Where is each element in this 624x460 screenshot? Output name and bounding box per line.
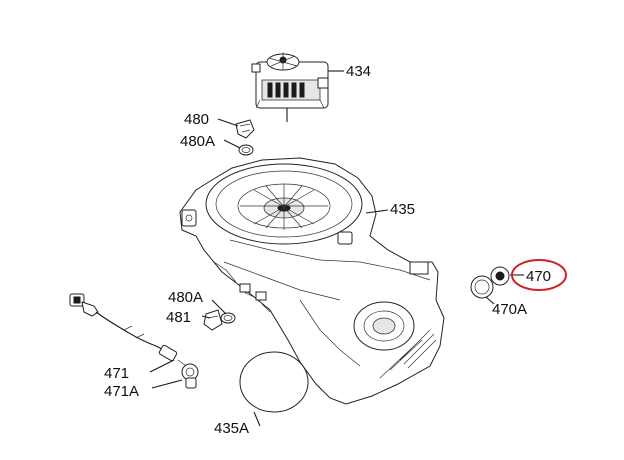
leader-470A [485, 296, 495, 305]
leader-480 [217, 118, 239, 127]
leader-471A [151, 379, 183, 389]
label-480A-top: 480A [180, 133, 215, 150]
clip-480[interactable] [235, 119, 255, 139]
leader-435 [365, 209, 389, 214]
label-471A: 471A [104, 383, 139, 400]
label-480: 480 [184, 111, 209, 128]
oring-480A-bottom[interactable] [220, 312, 236, 324]
gasket-435A[interactable] [239, 351, 309, 413]
oring-480A-top[interactable] [238, 144, 254, 156]
leader-471 [149, 359, 175, 373]
leader-435A [253, 411, 261, 427]
leader-480A-top [223, 139, 241, 149]
highlight-ring-470 [511, 259, 567, 291]
label-470A: 470A [492, 301, 527, 318]
sensor-471A[interactable] [177, 359, 199, 389]
bearing-470[interactable] [490, 266, 510, 286]
label-434: 434 [346, 63, 371, 80]
wire-harness-471[interactable] [69, 293, 178, 362]
label-470: 470 [526, 268, 551, 285]
bearing-470A[interactable] [470, 275, 494, 299]
clip-481[interactable] [203, 309, 223, 331]
leader-481 [201, 315, 211, 319]
label-481: 481 [166, 309, 191, 326]
label-471: 471 [104, 365, 129, 382]
leader-480A-bottom [211, 299, 227, 315]
label-480A-bottom: 480A [168, 289, 203, 306]
label-435A: 435A [214, 420, 249, 437]
housing-435[interactable] [179, 157, 445, 405]
label-435: 435 [390, 201, 415, 218]
motor-434[interactable] [251, 52, 329, 122]
